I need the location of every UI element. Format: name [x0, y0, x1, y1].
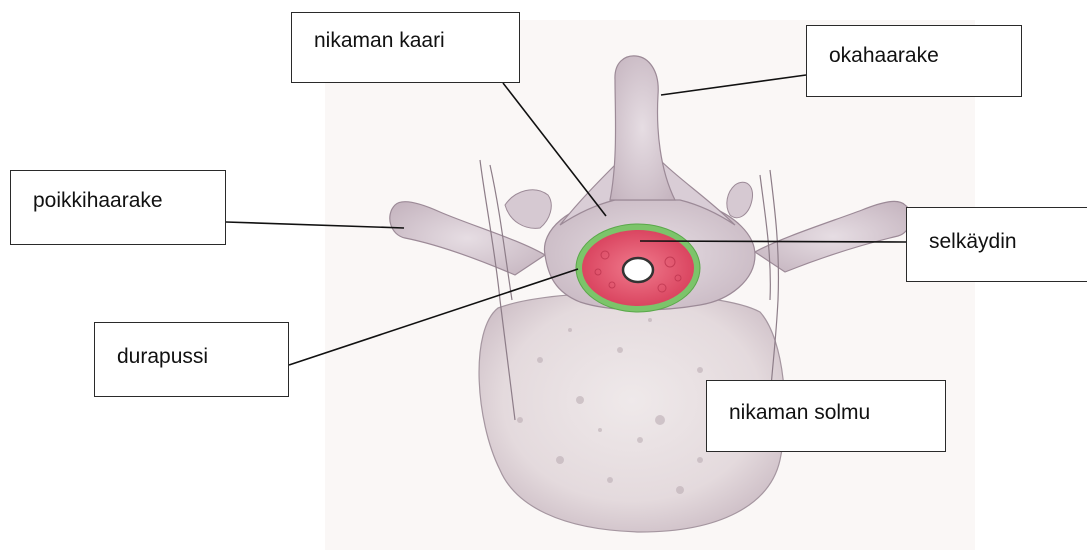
label-nikaman-solmu-text: nikaman solmu — [729, 401, 870, 425]
label-poikkihaarake-text: poikkihaarake — [33, 189, 163, 213]
label-nikaman-solmu: nikaman solmu — [706, 380, 946, 452]
central-canal — [623, 258, 653, 282]
label-durapussi: durapussi — [94, 322, 289, 397]
leader-selkaydin — [640, 241, 906, 242]
label-durapussi-text: durapussi — [117, 345, 208, 369]
label-okahaarake: okahaarake — [806, 25, 1022, 97]
label-okahaarake-text: okahaarake — [829, 44, 939, 68]
label-poikkihaarake: poikkihaarake — [10, 170, 226, 245]
label-selkaydin: selkäydin — [906, 207, 1087, 282]
label-selkaydin-text: selkäydin — [929, 230, 1017, 254]
label-nikaman-kaari: nikaman kaari — [291, 12, 520, 83]
label-nikaman-kaari-text: nikaman kaari — [314, 29, 445, 53]
